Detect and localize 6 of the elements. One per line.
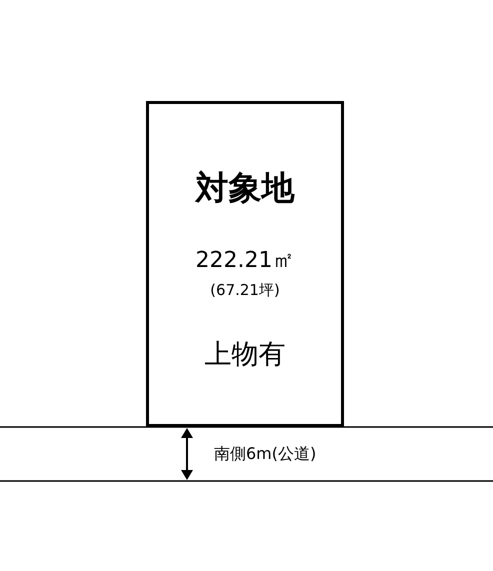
building-note: 上物有	[204, 338, 286, 372]
area-value: 222.21㎡	[196, 247, 294, 275]
site-plot-outline	[146, 101, 344, 427]
plot-title: 対象地	[196, 167, 294, 209]
area-tsubo: (67.21坪)	[210, 281, 280, 300]
road-width-label: 南側6m(公道)	[214, 444, 316, 465]
